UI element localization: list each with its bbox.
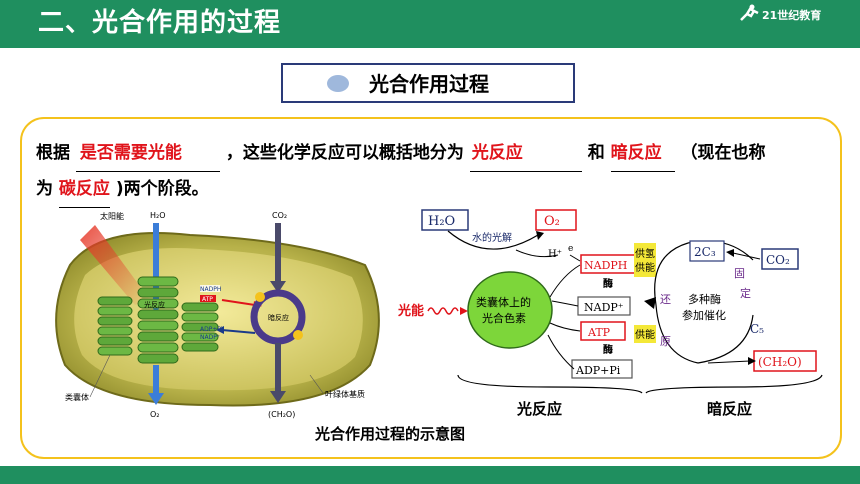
enzyme-label-1: 酶	[603, 277, 613, 290]
light-reaction-caption: 光反应	[517, 400, 563, 418]
supply-energy-tag	[634, 325, 656, 343]
adp-label: ADP+Pi	[200, 326, 223, 333]
h2o-box	[421, 209, 469, 231]
nadph-label: NADPH	[200, 286, 221, 293]
atp-label: ATP	[587, 326, 611, 339]
multi-enzyme-line-1: 多种酶	[688, 292, 721, 306]
o2-bottom-label: O₂	[150, 410, 160, 419]
bullet-dot-icon	[327, 75, 349, 92]
runner-icon	[740, 4, 759, 21]
sentence-line-1: 根据 是否需要光能 ，这些化学反应可以概括地分为 光反应 和 暗反应 （现在也称	[36, 135, 836, 172]
adp-box	[571, 359, 633, 379]
sentence-text: （现在也称	[680, 143, 766, 163]
answer-blank-3: 暗反应	[610, 135, 675, 172]
sentence-text: 和	[587, 143, 605, 163]
thylakoid-stack-center	[137, 276, 179, 364]
section-title-box: 光合作用过程	[281, 63, 575, 103]
thylakoid-stack-left	[97, 296, 133, 356]
supply-h-tag	[634, 243, 656, 277]
c3-box	[689, 240, 725, 262]
pigment-ellipse	[467, 271, 553, 349]
brand-logo: 21世纪教育	[738, 4, 848, 24]
o2-label: O₂	[544, 214, 560, 229]
supply-h-line-1: 供氢	[635, 247, 655, 260]
multi-enzyme-line-2: 参加催化	[682, 308, 726, 322]
c5-label: C₅	[750, 322, 764, 336]
reduce-label-1: 还	[660, 293, 671, 306]
calvin-cycle-ring	[250, 289, 306, 345]
sun-label: 太阳能	[100, 211, 124, 221]
light-wave-icon	[427, 307, 459, 315]
thylakoid-stack-right	[181, 302, 219, 352]
answer-blank-4: 碳反应	[58, 171, 110, 208]
footer-bar	[0, 466, 860, 484]
page-title: 二、光合作用的过程	[38, 8, 282, 38]
h2o-top-label: H₂O	[150, 211, 166, 220]
stroma-label: 叶绿体基质	[325, 389, 365, 399]
light-energy-label: 光能	[398, 303, 424, 319]
o2-box	[535, 209, 577, 231]
light-reaction-label: 光反应	[144, 300, 165, 309]
atp-box	[580, 321, 626, 341]
thylakoid-label: 类囊体	[65, 392, 89, 402]
h2o-arrow	[153, 223, 159, 303]
pigment-line-1: 类囊体上的	[476, 295, 531, 309]
enzyme-label-2: 酶	[603, 343, 613, 356]
sentence-text: 根据	[36, 143, 70, 163]
nadph-label: NADPH	[584, 259, 627, 272]
answer-blank-1: 是否需要光能	[75, 135, 220, 172]
ch2o-bottom-label: (CH₂O)	[268, 410, 295, 419]
ch2o-label: (CH₂O)	[758, 355, 802, 369]
pigment-line-2: 光合色素	[482, 311, 526, 325]
fix-label-1: 固	[734, 267, 745, 280]
sentence-text: ，这些化学反应可以概括地分为	[225, 143, 464, 163]
dark-reaction-label: 暗反应	[268, 313, 289, 322]
answer-blank-2: 光反应	[469, 135, 582, 172]
co2-top-label: CO₂	[272, 211, 287, 220]
photolysis-label: 水的光解	[472, 231, 512, 244]
sentence-text: )两个阶段。	[115, 179, 209, 199]
reduce-label-2: 原	[660, 335, 671, 348]
e-label: e	[568, 244, 573, 254]
logo-text: 21世纪教育	[762, 9, 822, 22]
process-diagram: H₂O O₂ 水的光解 H⁺ e 光能 类囊体上的 光合色素 NADPH 酶 N…	[398, 209, 823, 394]
sentence-line-2: 为 碳反应 )两个阶段。	[36, 171, 209, 208]
h-plus-label: H⁺	[548, 249, 562, 260]
sentence-text: 为	[36, 179, 53, 199]
c3-label: 2C₃	[694, 245, 716, 259]
atp-label: ATP	[202, 296, 213, 303]
h2o-label: H₂O	[428, 214, 455, 229]
fix-label-2: 定	[740, 286, 751, 300]
nadp-label: NADP⁺	[200, 334, 220, 341]
supply-h-line-2: 供能	[635, 261, 655, 274]
header-bar: 二、光合作用的过程 21世纪教育	[0, 0, 860, 48]
dark-reaction-caption: 暗反应	[707, 400, 753, 418]
figure-caption: 光合作用过程的示意图	[315, 425, 466, 443]
nadp-label: NADP⁺	[584, 301, 624, 314]
co2-label: CO₂	[766, 253, 790, 267]
co2-box	[761, 248, 799, 270]
section-title: 光合作用过程	[369, 72, 489, 96]
adp-label: ADP+Pi	[575, 364, 621, 377]
chloroplast-illustration: 太阳能 H₂O CO₂ 光反应 NADPH ATP ADP+Pi NADP⁺	[55, 211, 380, 419]
supply-energy-label: 供能	[635, 328, 655, 341]
